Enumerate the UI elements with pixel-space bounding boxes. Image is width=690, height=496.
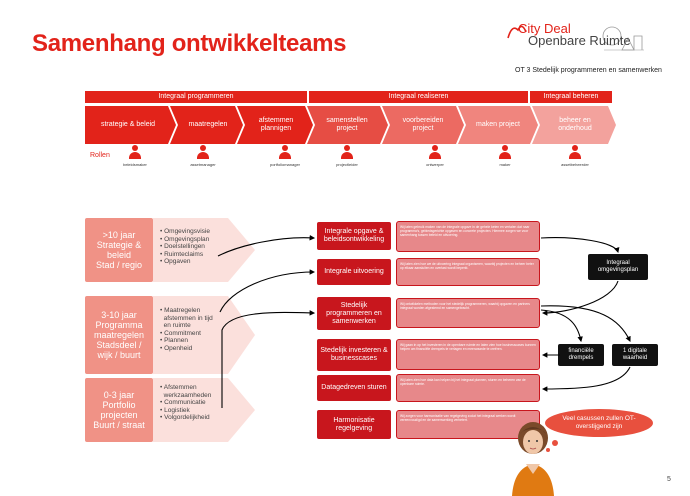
- role-maker: maker: [480, 145, 530, 167]
- person-icon: [196, 145, 210, 161]
- level-strategie: >10 jaar Strategie & beleid Stad / regio: [85, 218, 153, 282]
- page-title: Samenhang ontwikkelteams: [32, 30, 347, 57]
- bullet: • Omgevingsvisie: [160, 228, 210, 235]
- band-integraal-programmeren: Integraal programmeren: [85, 91, 307, 103]
- bullet: • Opgaven: [160, 258, 191, 265]
- theme-datagedreven-sturen-desc: Wij laten zien hoe data kan helpen bij h…: [396, 374, 540, 402]
- phase-afstemmen-plannigen: afstemmen plannigen: [258, 117, 294, 132]
- role-projectleider: projectleider: [322, 145, 372, 167]
- city-deal-logo-icon: [507, 25, 644, 51]
- theme-integrale-uitvoering-desc: Wij laten zien hoe we de uitvoering inte…: [396, 258, 540, 286]
- theme-integrale-opgave-desc: Wij laten gebruik maken van de integrale…: [396, 221, 540, 252]
- logo-line2: Openbare Ruimte: [528, 33, 631, 48]
- page-number: 5: [667, 476, 671, 483]
- theme-stedelijk-investeren-desc: Wij gaan in op het investeren in de open…: [396, 339, 540, 370]
- role-ontwerper: ontwerper: [410, 145, 460, 167]
- role-assetmanager: assetmanager: [178, 145, 228, 167]
- bullet: • Doelstellingen: [160, 243, 205, 250]
- person-icon: [428, 145, 442, 161]
- theme-stedelijk-investeren: Stedelijk investeren & businesscases: [317, 339, 391, 371]
- band-integraal-beheren: Integraal beheren: [530, 91, 612, 103]
- band-integraal-realiseren: Integraal realiseren: [309, 91, 528, 103]
- level-programma-bullets: • Maatregelen afstemmen in tijd en ruimt…: [160, 307, 213, 352]
- bullet: en ruimte: [163, 322, 191, 329]
- phase-maatregelen: maatregelen: [188, 121, 228, 128]
- theme-harmonisatie-regelgeving: Harmonisatie regelgeving: [317, 410, 391, 439]
- roles-label: Rollen: [90, 152, 110, 159]
- bullet: afstemmen in tijd: [163, 314, 213, 322]
- person-icon: [278, 145, 292, 161]
- bullet: • Openheid: [160, 344, 193, 352]
- bullet: • Communicatie: [160, 399, 206, 406]
- bullet: • Omgevingsplan: [160, 235, 210, 243]
- phase-samenstellen-project: samenstellen project: [326, 117, 368, 132]
- thought-bubble: Veel casussen zullen OT-overstijgend zij…: [545, 409, 653, 437]
- role-beleidsmaker: beleidsmaker: [110, 145, 160, 167]
- person-icon: [498, 145, 512, 161]
- theme-integrale-uitvoering: Integrale uitvoering: [317, 259, 391, 285]
- bullet: • Volgordelijkheid: [160, 414, 210, 421]
- box-financiele-drempels: financiële drempels: [558, 344, 604, 366]
- phase-voorbereiden-project: voorbereiden project: [402, 117, 444, 132]
- bullet: • Commitment: [160, 329, 201, 337]
- person-icon: [568, 145, 582, 161]
- level-strategie-bullets: • Omgevingsvisie • Omgevingsplan • Doels…: [160, 228, 210, 266]
- phase-beheer-onderhoud: beheer en onderhoud: [558, 117, 592, 132]
- bullet: werkzaamheden: [163, 391, 212, 399]
- phase-strategie-beleid: strategie & beleid: [100, 121, 156, 128]
- theme-stedelijk-programmeren: Stedelijk programmeren en samenwerken: [317, 297, 391, 330]
- box-1-digitale-waarheid: 1 digitale waarheid: [612, 344, 658, 366]
- bullet: • Logistiek: [160, 406, 190, 414]
- role-portfoliomanager: portfoliomanager: [260, 145, 310, 167]
- bullet: • Plannen: [160, 337, 188, 344]
- phase-maken-project: maken project: [476, 121, 520, 128]
- theme-stedelijk-programmeren-desc: Wij ontwikkelen methoden voor het stedel…: [396, 298, 540, 328]
- level-portfolio: 0-3 jaar Portfolio projecten Buurt / str…: [85, 378, 153, 442]
- person-icon: [128, 145, 142, 161]
- level-portfolio-bullets: • Afstemmen werkzaamheden • Communicatie…: [160, 384, 211, 422]
- subtitle: OT 3 Stedelijk programmeren en samenwerk…: [515, 67, 662, 74]
- level-programma: 3-10 jaar Programma maatregelen Stadsdee…: [85, 296, 153, 374]
- theme-integrale-opgave: Integrale opgave & beleidsontwikkeling: [317, 222, 391, 250]
- thinking-woman-icon: [512, 422, 554, 496]
- bullet: • Ruimteclaims: [160, 250, 204, 258]
- role-assetbeheerder: assetbeheerder: [550, 145, 600, 167]
- bullet: • Maatregelen: [160, 307, 201, 314]
- person-icon: [340, 145, 354, 161]
- bullet: • Afstemmen: [160, 384, 197, 391]
- box-integraal-omgevingsplan: Integraal omgevingsplan: [588, 254, 648, 280]
- logo-line1: City Deal: [518, 21, 571, 36]
- theme-datagedreven-sturen: Datagedreven sturen: [317, 375, 391, 401]
